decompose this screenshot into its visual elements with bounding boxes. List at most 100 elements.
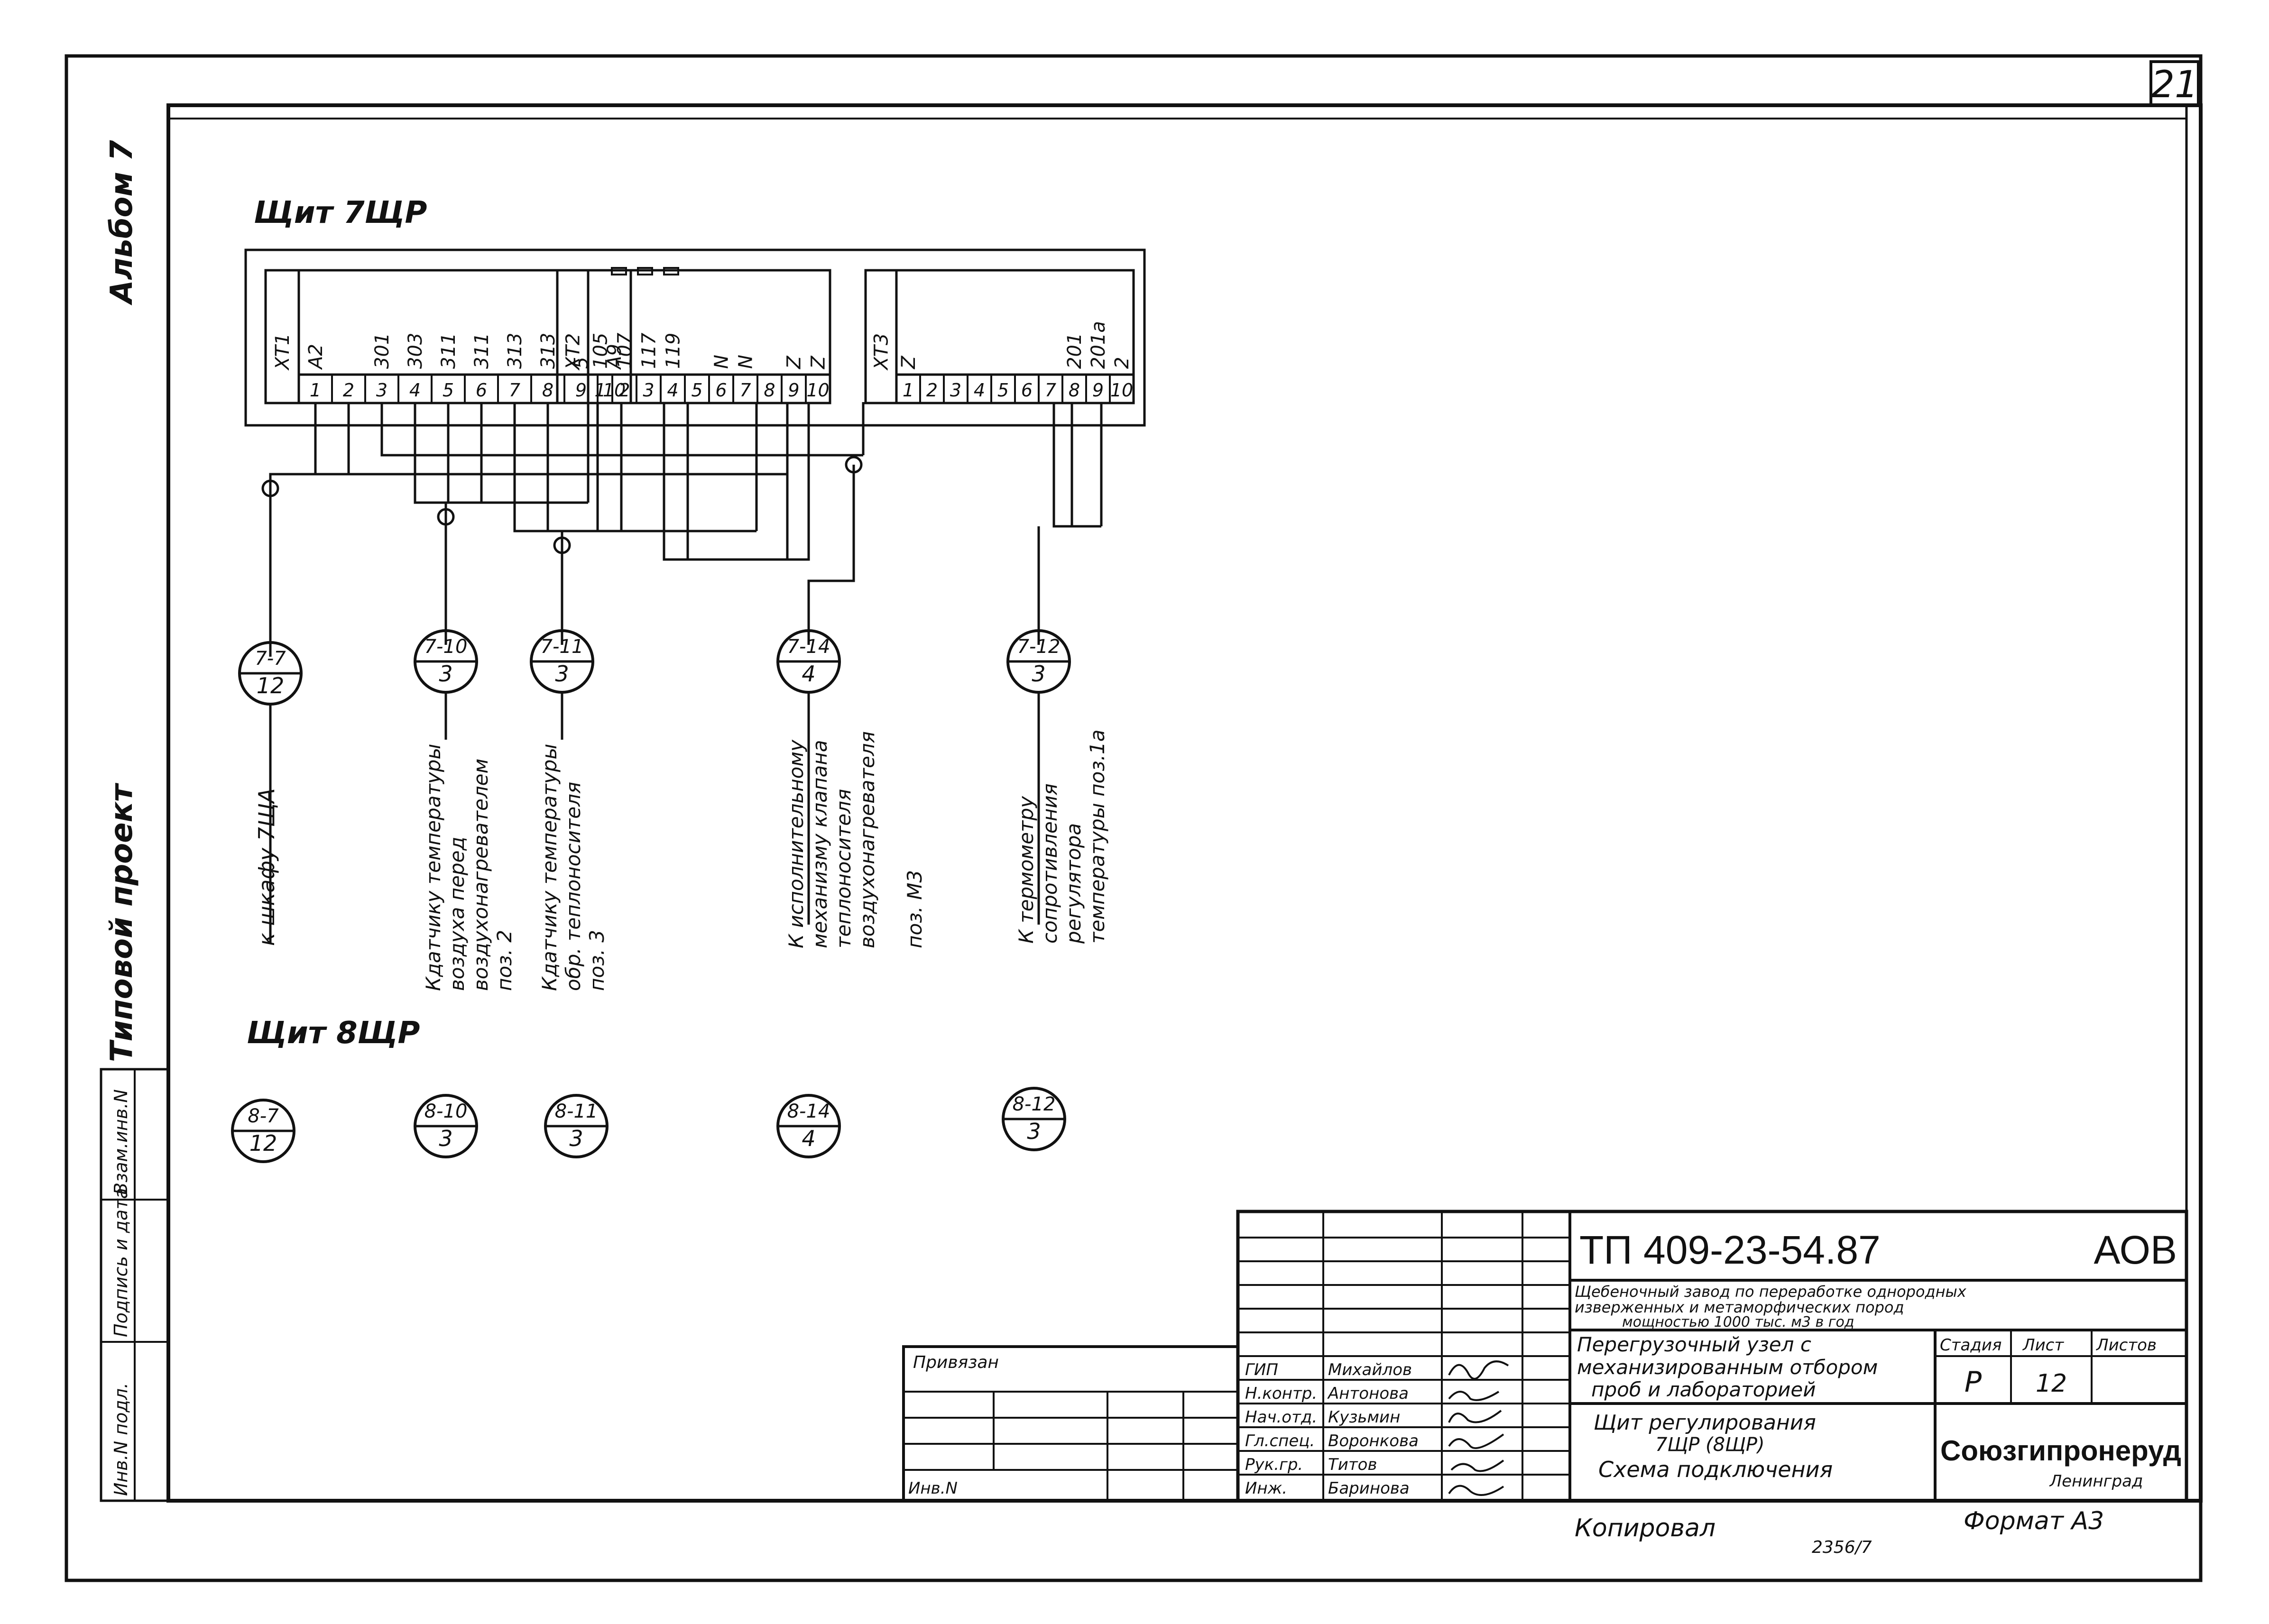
svg-text:Титов: Титов xyxy=(1328,1455,1377,1474)
svg-text:12: 12 xyxy=(249,1130,277,1156)
svg-text:8-12: 8-12 xyxy=(1013,1093,1056,1115)
signature-scribbles xyxy=(1448,1360,1509,1496)
wire-mark: N xyxy=(735,355,757,369)
svg-text:проб и лабораторией: проб и лабораторией xyxy=(1591,1378,1816,1401)
panel-top-title: Щит 7ЩР xyxy=(254,195,427,230)
signatories: ГИП Н.контр. Нач.отд. Гл.спец. Рук.гр. И… xyxy=(1245,1360,1419,1498)
indicator-knobs xyxy=(611,267,679,275)
cable-8-11: 8-11 3 xyxy=(544,1094,609,1158)
svg-text:Воронкова: Воронкова xyxy=(1328,1431,1419,1450)
svg-text:Гл.спец.: Гл.спец. xyxy=(1245,1431,1315,1450)
wire-mark: Z xyxy=(898,355,920,369)
svg-text:Схема подключения: Схема подключения xyxy=(1598,1457,1833,1482)
dest-7-11: Кдатчику температуры обр. теплоносителя … xyxy=(538,743,609,991)
svg-text:Нач.отд.: Нач.отд. xyxy=(1245,1408,1317,1427)
wire-mark: 107 xyxy=(614,332,636,369)
section-code: АОВ xyxy=(2094,1228,2177,1272)
svg-text:Инв.N подл.: Инв.N подл. xyxy=(111,1383,131,1496)
wire-mark: A9 xyxy=(604,344,626,370)
svg-text:регулятора: регулятора xyxy=(1062,823,1085,944)
terminal-number: 9 xyxy=(788,380,799,401)
wire-mark: 2 xyxy=(1111,357,1133,369)
project-type-label: Типовой проект xyxy=(104,782,139,1062)
wiring xyxy=(269,402,1103,657)
terminal-number: 8 xyxy=(1069,380,1080,401)
wire-mark: 117 xyxy=(638,332,660,369)
doc-code: ТП 409-23-54.87 xyxy=(1579,1228,1881,1272)
block-label: XT1 xyxy=(272,333,294,371)
svg-text:8-11: 8-11 xyxy=(555,1101,598,1122)
dest-7-12: К термометру сопротивления регулятора те… xyxy=(1015,730,1109,944)
svg-text:Кузьмин: Кузьмин xyxy=(1328,1408,1400,1427)
format-label: Формат А3 xyxy=(1964,1507,2104,1535)
sheet-label: Лист xyxy=(2022,1336,2064,1355)
terminal-number: 6 xyxy=(1021,380,1033,401)
plant-name: Щебеночный завод по переработке однородн… xyxy=(1575,1283,1967,1330)
sheet-number-box xyxy=(2149,60,2200,107)
wire-mark: N xyxy=(711,355,733,369)
svg-text:обр. теплоносителя: обр. теплоносителя xyxy=(562,782,585,991)
svg-text:4: 4 xyxy=(802,661,815,687)
terminal-number: 2 xyxy=(343,380,354,401)
svg-text:3: 3 xyxy=(555,661,569,687)
svg-text:К исполнительному: К исполнительному xyxy=(784,739,808,948)
wire-mark: Z xyxy=(808,355,830,369)
terminal-number: 3 xyxy=(950,380,961,401)
svg-text:7-10: 7-10 xyxy=(424,636,468,658)
left-stamp: Инв.N подл. Подпись и дата Взам.инв.N xyxy=(100,1068,170,1502)
terminal-number: 10 xyxy=(603,380,626,401)
wire-mark: 303 xyxy=(405,333,426,369)
wire-mark: 311 xyxy=(438,333,460,369)
terminal-number: 5 xyxy=(997,380,1009,401)
svg-text:Перегрузочный узел с: Перегрузочный узел с xyxy=(1577,1333,1811,1356)
svg-text:изверженных и метаморфических: изверженных и метаморфических пород xyxy=(1575,1298,1904,1316)
cable-8-7: 8-7 12 xyxy=(231,1099,295,1163)
album-label: Альбом 7 xyxy=(104,140,139,306)
stage-label: Стадия xyxy=(1940,1336,2002,1355)
svg-text:Щебеночный завод по переработк: Щебеночный завод по переработке однородн… xyxy=(1575,1283,1967,1301)
svg-text:3: 3 xyxy=(1027,1119,1041,1144)
cable-7-10: 7-10 3 xyxy=(414,629,478,694)
terminal-number: 2 xyxy=(618,380,630,401)
terminal-number: 7 xyxy=(1045,380,1056,401)
svg-text:воздухонагревателем: воздухонагревателем xyxy=(469,759,492,991)
panel-bottom-title: Щит 8ЩР xyxy=(247,1016,420,1051)
svg-text:к шкафу 7ЩА: к шкафу 7ЩА xyxy=(254,788,279,946)
svg-text:12: 12 xyxy=(257,673,285,698)
cable-7-12: 7-12 3 xyxy=(1006,629,1071,694)
cable-junctions xyxy=(261,456,863,554)
svg-text:механизированным отбором: механизированным отбором xyxy=(1577,1356,1878,1379)
bound-label: Привязан xyxy=(913,1353,999,1372)
archive-number: 2356/7 xyxy=(1812,1538,1872,1557)
svg-text:поз. М3: поз. М3 xyxy=(903,870,926,948)
terminal-number: 3 xyxy=(376,380,387,401)
wire-mark: Z xyxy=(784,355,805,369)
terminal-number: 8 xyxy=(764,380,775,401)
dest-7-7: к шкафу 7ЩА xyxy=(254,788,279,946)
wire-mark: A2 xyxy=(305,344,327,370)
svg-text:Кдатчику температуры: Кдатчику температуры xyxy=(422,743,445,991)
svg-text:Антонова: Антонова xyxy=(1327,1384,1409,1403)
terminal-number: 3 xyxy=(643,380,654,401)
svg-text:Рук.гр.: Рук.гр. xyxy=(1245,1455,1303,1474)
svg-text:механизму клапана: механизму клапана xyxy=(808,740,831,948)
stage-value: Р xyxy=(1965,1366,1982,1399)
terminal-number: 8 xyxy=(542,380,553,401)
terminal-number: 5 xyxy=(443,380,454,401)
object-name: Перегрузочный узел с механизированным от… xyxy=(1577,1333,1878,1401)
terminal-number: 9 xyxy=(575,380,587,401)
svg-text:воздуха перед: воздуха перед xyxy=(445,837,469,991)
svg-text:воздухонагревателя: воздухонагревателя xyxy=(856,731,879,948)
svg-text:К термометру: К термометру xyxy=(1015,796,1038,944)
wire-mark: 201а xyxy=(1088,321,1109,369)
sheets-label: Листов xyxy=(2095,1336,2157,1355)
terminal-number: 1 xyxy=(594,380,606,401)
cable-8-14: 8-14 4 xyxy=(776,1094,841,1158)
dest-7-10: Кдатчику температуры воздуха перед возду… xyxy=(422,743,516,991)
svg-text:8-14: 8-14 xyxy=(787,1101,830,1122)
panel-top-outline xyxy=(244,248,1146,427)
terminal-number: 2 xyxy=(926,380,938,401)
